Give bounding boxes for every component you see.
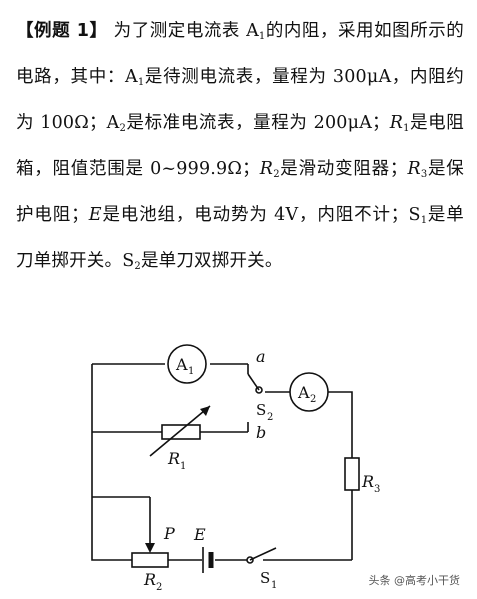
resistor-r1-sub: 1	[180, 461, 186, 472]
ammeter-a1-sub: 1	[188, 366, 194, 377]
rheostat-r2-label: R	[143, 570, 156, 589]
ammeter-a2-sub: 2	[310, 394, 316, 405]
resistor-r1-label: R	[167, 449, 180, 468]
circuit-diagram: A 1 A 2 a b S 2 R 1 R 3 P R 2	[91, 344, 380, 592]
ammeter-a2: A 2	[289, 372, 329, 412]
problem-text: 【例题 1】 为了测定电流表 A1的内阻，采用如图所示的电路，其中：A1是待测电…	[16, 21, 464, 272]
switch-s2-sub: 2	[267, 412, 273, 423]
resistor-r3-label: R	[361, 472, 374, 491]
problem-tag: 【例题 1】	[16, 21, 108, 41]
resistor-box-r1: R 1	[149, 405, 211, 472]
resistor-r3-sub: 3	[374, 484, 380, 495]
switch-s1-label: S	[260, 569, 270, 587]
resistor-r3: R 3	[344, 457, 380, 495]
contact-b-label: b	[256, 423, 266, 442]
circuit-wires	[91, 363, 353, 561]
slider-arrow-icon	[145, 543, 155, 553]
rheostat-r2-sub: 2	[156, 582, 162, 592]
rheostat-r2: P R 2	[131, 524, 175, 592]
ammeter-a1: A 1	[167, 344, 207, 384]
slider-p-label: P	[163, 524, 175, 543]
ammeter-a2-letter: A	[297, 383, 310, 402]
switch-s2: a b S 2	[247, 347, 273, 442]
switch-s1-sub: 1	[271, 580, 277, 591]
ammeter-a1-letter: A	[175, 355, 188, 374]
switch-s2-label: S	[256, 401, 266, 419]
switch-s1: S 1	[246, 547, 277, 591]
battery-e: E	[193, 525, 214, 573]
battery-e-label: E	[193, 525, 206, 544]
watermark: 头条 @高考小干货	[365, 571, 463, 589]
contact-a-label: a	[256, 347, 266, 366]
